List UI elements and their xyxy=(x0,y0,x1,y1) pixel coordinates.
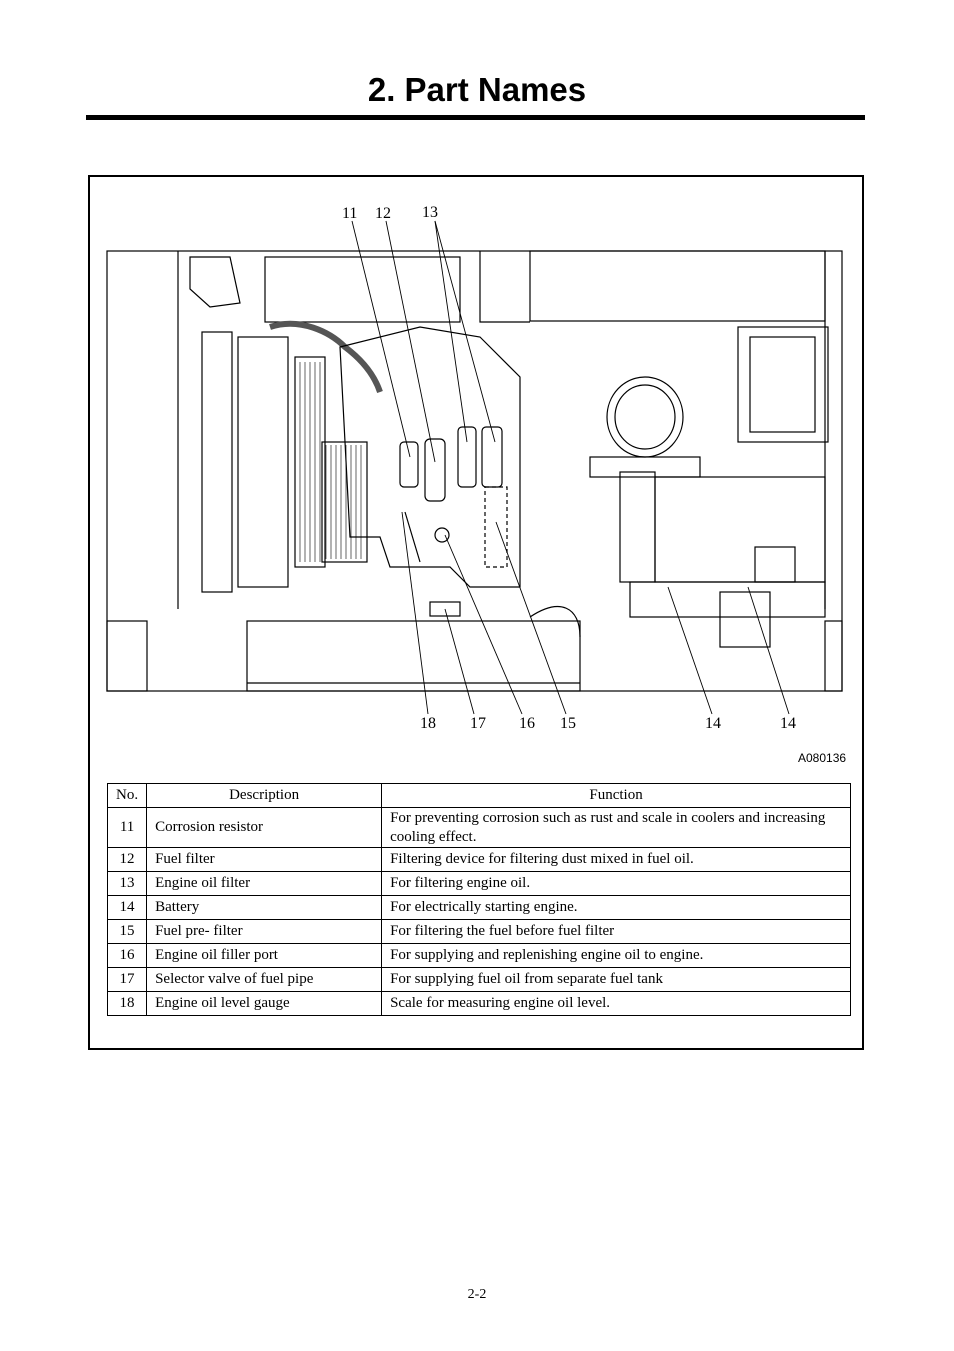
top-duct xyxy=(264,256,461,323)
row-no: 17 xyxy=(106,967,148,992)
table-row: 17 Selector valve of fuel pipe For suppl… xyxy=(106,967,851,992)
engine-oil-filter-1 xyxy=(457,426,477,488)
generator xyxy=(654,476,826,583)
control-box xyxy=(737,326,829,443)
row-function: For electrically starting engine. xyxy=(381,895,851,920)
table-row: 14 Battery For electrically starting eng… xyxy=(106,895,851,920)
fuel-pre-filter xyxy=(484,486,508,568)
table-header-row: No. Description Function xyxy=(106,783,851,808)
row-function: For supplying and replenishing engine oi… xyxy=(381,943,851,968)
engine-diagram xyxy=(106,220,843,715)
battery-tray xyxy=(629,581,826,618)
row-description: Engine oil filter xyxy=(146,871,383,896)
figure-code: A080136 xyxy=(798,751,847,765)
row-description: Engine oil filler port xyxy=(146,943,383,968)
header-function: Function xyxy=(381,783,851,808)
row-no: 18 xyxy=(106,991,148,1016)
row-function: For supplying fuel oil from separate fue… xyxy=(381,967,851,992)
table-row: 18 Engine oil level gauge Scale for meas… xyxy=(106,991,851,1016)
header-no: No. xyxy=(106,783,148,808)
row-function: For filtering the fuel before fuel filte… xyxy=(381,919,851,944)
callout-18: 18 xyxy=(420,715,436,732)
row-no: 13 xyxy=(106,871,148,896)
callout-12: 12 xyxy=(375,205,391,222)
figure-frame: 11 12 13 18 17 16 15 14 14 A080136 No. D… xyxy=(88,175,864,1050)
row-description: Selector valve of fuel pipe xyxy=(146,967,383,992)
parts-table: No. Description Function 11 Corrosion re… xyxy=(106,783,851,1016)
selector-valve xyxy=(429,601,461,617)
fuel-tank xyxy=(246,620,581,692)
page-number: 2-2 xyxy=(467,1287,487,1302)
row-function: For filtering engine oil. xyxy=(381,871,851,896)
radiator xyxy=(201,331,233,593)
table-row: 13 Engine oil filter For filtering engin… xyxy=(106,871,851,896)
row-no: 16 xyxy=(106,943,148,968)
callout-14a: 14 xyxy=(705,715,721,732)
table-row: 12 Fuel filter Filtering device for filt… xyxy=(106,847,851,872)
cooler-grille xyxy=(321,441,368,563)
oil-level-gauge xyxy=(404,511,421,563)
enclosure-outline xyxy=(106,250,843,692)
title-rule xyxy=(86,115,865,120)
callout-15: 15 xyxy=(560,715,576,732)
row-function: Scale for measuring engine oil level. xyxy=(381,991,851,1016)
row-description: Fuel filter xyxy=(146,847,383,872)
row-function: Filtering device for filtering dust mixe… xyxy=(381,847,851,872)
header-description: Description xyxy=(146,783,383,808)
air-cleaner xyxy=(606,376,684,458)
fuel-filter xyxy=(424,438,446,502)
engine-oil-filter-2 xyxy=(481,426,503,488)
row-description: Corrosion resistor xyxy=(146,807,383,848)
row-description: Battery xyxy=(146,895,383,920)
table-row: 16 Engine oil filler port For supplying … xyxy=(106,943,851,968)
corrosion-resistor xyxy=(399,441,419,488)
table-row: 11 Corrosion resistor For preventing cor… xyxy=(106,807,851,848)
callout-11: 11 xyxy=(342,205,358,222)
row-no: 12 xyxy=(106,847,148,872)
row-description: Fuel pre- filter xyxy=(146,919,383,944)
row-no: 15 xyxy=(106,919,148,944)
engine-block xyxy=(339,326,521,588)
callout-16: 16 xyxy=(519,715,535,732)
row-function: For preventing corrosion such as rust an… xyxy=(381,807,851,848)
row-no: 14 xyxy=(106,895,148,920)
battery xyxy=(719,591,771,648)
callout-13: 13 xyxy=(422,204,438,221)
row-no: 11 xyxy=(106,807,148,848)
callout-14b: 14 xyxy=(780,715,796,732)
table-row: 15 Fuel pre- filter For filtering the fu… xyxy=(106,919,851,944)
callout-17: 17 xyxy=(470,715,486,732)
page-title: 2. Part Names xyxy=(367,71,587,108)
oil-filler-port xyxy=(434,527,450,543)
row-description: Engine oil level gauge xyxy=(146,991,383,1016)
top-panel-right xyxy=(529,250,826,322)
